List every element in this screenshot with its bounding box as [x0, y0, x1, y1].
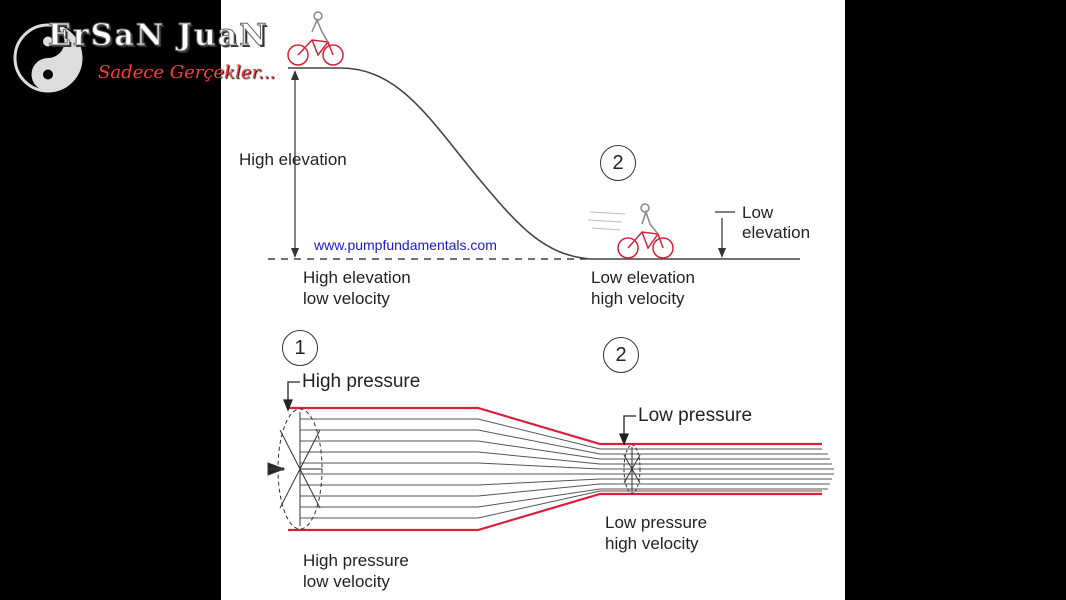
high-elevation-label: High elevation: [239, 150, 347, 169]
top-left-caption-line1: High elevation: [303, 268, 411, 287]
marker-2-top: 2: [600, 145, 636, 181]
bicycle-rider-icon: [587, 203, 674, 259]
bicycle-rider-icon: [287, 11, 344, 66]
low-pressure-burst: [623, 444, 641, 494]
high-pressure-label: High pressure: [302, 371, 421, 392]
high-pressure-pointer: [283, 381, 300, 412]
bottom-right-caption-line1: Low pressure: [605, 513, 708, 532]
bottom-left-caption-line1: High pressure: [303, 551, 409, 570]
hill-curve: [288, 67, 800, 260]
source-url: www.pumpfundamentals.com: [314, 237, 497, 253]
bottom-right-caption-line2: high velocity: [605, 534, 699, 553]
top-right-caption-line1: Low elevation: [591, 268, 695, 287]
top-right-caption-line2: high velocity: [591, 289, 685, 308]
low-pressure-pointer: [619, 415, 636, 446]
top-left-caption-line2: low velocity: [303, 289, 390, 308]
watermark-tagline: Sadece Gerçekler...: [98, 62, 276, 83]
high-elevation-arrow: [291, 70, 299, 258]
bottom-left-caption-line2: low velocity: [303, 572, 390, 591]
high-pressure-burst: [267, 408, 323, 530]
low-pressure-label: Low pressure: [638, 405, 753, 426]
venturi-pipe: [288, 406, 834, 532]
yin-yang-icon: [13, 23, 83, 93]
watermark-brand: ErSaN JuaN: [48, 18, 269, 54]
diagram-panel: [221, 0, 845, 600]
low-elevation-label-line2: elevation: [742, 223, 811, 242]
low-elevation-label-line1: Low: [742, 203, 774, 222]
marker-1-bottom: 1: [282, 330, 318, 366]
low-elevation-arrow: [715, 211, 735, 258]
marker-2-bottom: 2: [603, 337, 639, 373]
